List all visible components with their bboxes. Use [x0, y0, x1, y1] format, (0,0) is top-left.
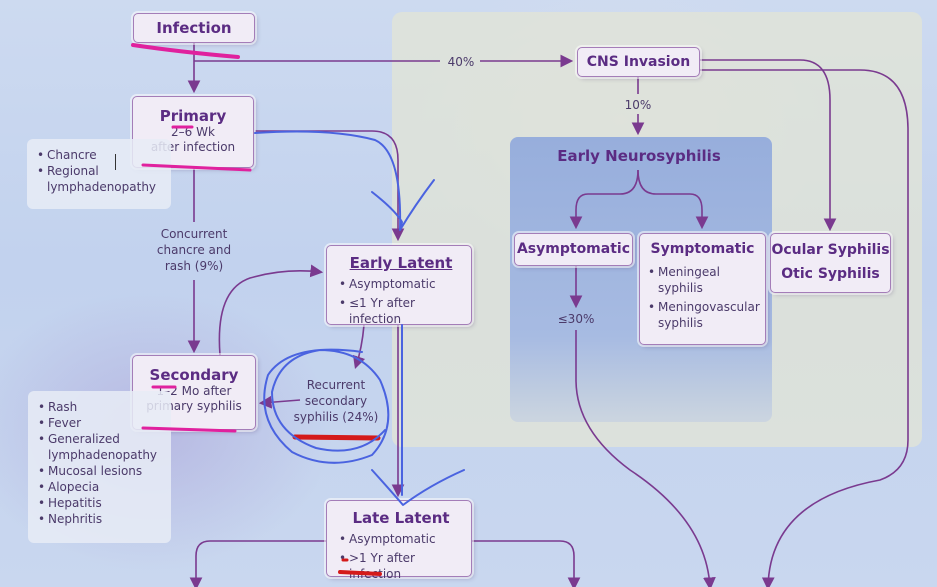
early-latent-item: ≤1 Yr after infection — [339, 295, 463, 327]
asymptomatic-box: Asymptomatic — [514, 233, 633, 266]
highlight-primary-after — [141, 163, 252, 172]
highlight-secondary-primary — [141, 426, 237, 433]
cns-percent-label: 40% — [447, 55, 475, 69]
cns-invasion-box: CNS Invasion — [577, 47, 700, 77]
concurrent-line: rash (9%) — [164, 259, 224, 273]
arrow-latelatent-right — [472, 540, 581, 587]
arrow-neuro-asym — [569, 169, 639, 230]
early-neurosyphilis-title: Early Neurosyphilis — [557, 147, 721, 165]
secondary-sign: Nephritis — [38, 511, 161, 527]
primary-signs-list: Chancre Regional lymphadenopathy — [27, 139, 171, 209]
symptomatic-item: Meningovascular syphilis — [648, 299, 760, 331]
secondary-sign: Mucosal lesions — [38, 463, 161, 479]
arrow-secondary-earlylatent — [218, 264, 324, 356]
secondary-sign: Rash — [38, 399, 161, 415]
ocular-syphilis-label: Ocular Syphilis — [771, 242, 890, 258]
pen-arrow-early-latent — [254, 130, 435, 231]
recurrent-label: Recurrent secondary syphilis (24%) — [285, 377, 387, 425]
symptomatic-title: Symptomatic — [650, 241, 755, 257]
arrow-cns-right-down — [700, 69, 909, 587]
redmark-recurrent — [292, 434, 381, 441]
early-latent-item: Asymptomatic — [339, 276, 463, 292]
arrow-primary-earlylatent — [255, 130, 405, 242]
asymptomatic-percent-label: ≤30% — [557, 312, 595, 326]
early-latent-box: Early Latent Asymptomatic ≤1 Yr after in… — [326, 245, 472, 327]
late-latent-box: Late Latent Asymptomatic >1 Yr after inf… — [326, 500, 472, 581]
pen-circle-recurrent — [263, 348, 390, 464]
secondary-sign: Hepatitis — [38, 495, 161, 511]
infection-box: Infection — [133, 13, 255, 43]
ocular-otic-box: Ocular Syphilis Otic Syphilis — [770, 233, 891, 293]
primary-timing-2: after infection — [150, 140, 236, 154]
secondary-sign: Fever — [38, 415, 161, 431]
secondary-sign: Alopecia — [38, 479, 161, 495]
arrow-earlylatent-recurrent — [352, 324, 366, 370]
cns-invasion-title: CNS Invasion — [586, 54, 691, 70]
arrow-latelatent-left — [189, 540, 326, 587]
late-latent-item: Asymptomatic — [339, 531, 463, 547]
infection-title: Infection — [156, 19, 232, 37]
recurrent-line: syphilis (24%) — [293, 410, 379, 424]
concurrent-label: Concurrent chancre and rash (9%) — [143, 226, 245, 274]
neuro-percent-label: 10% — [624, 98, 652, 112]
redmark-latelatent — [338, 570, 382, 576]
primary-sign: Chancre — [37, 147, 161, 163]
primary-title: Primary — [159, 107, 227, 125]
primary-sign: Regional lymphadenopathy — [37, 163, 161, 195]
recurrent-line: secondary — [304, 394, 368, 408]
symptomatic-item: Meningeal syphilis — [648, 264, 757, 296]
secondary-title: Secondary — [149, 366, 239, 384]
otic-syphilis-label: Otic Syphilis — [781, 266, 880, 282]
arrow-recurrent-secondary — [258, 395, 301, 409]
concurrent-line: chancre and — [156, 243, 232, 257]
late-latent-title: Late Latent — [352, 509, 450, 527]
asymptomatic-title: Asymptomatic — [516, 241, 631, 257]
text-cursor-icon — [115, 154, 124, 170]
secondary-signs-list: Rash Fever Generalized lymphadenopathy M… — [28, 391, 171, 543]
concurrent-line: Concurrent — [160, 227, 228, 241]
highlight-infection — [131, 43, 240, 59]
recurrent-line: Recurrent — [306, 378, 366, 392]
early-latent-title: Early Latent — [349, 254, 453, 272]
arrow-neuro-sym — [637, 169, 709, 230]
arrow-asym-down — [575, 330, 716, 587]
pen-arrow-late-latent — [371, 324, 465, 506]
secondary-sign: Generalized lymphadenopathy — [38, 431, 161, 463]
symptomatic-box: Symptomatic Meningeal syphilis Meningova… — [639, 233, 766, 345]
